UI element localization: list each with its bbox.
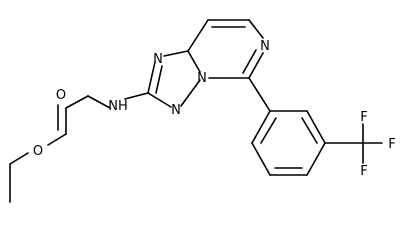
atom-n-triazole-bottom: N — [171, 103, 181, 118]
bond-n1-c8a — [163, 50, 189, 57]
molecule-structure: O O NH N N N N F F F — [9, 19, 396, 203]
bond-n6-c5-a — [248, 52, 264, 79]
bond-ethyl-o — [9, 152, 29, 165]
atom-f-bottom: F — [360, 164, 367, 179]
bond-nbottom-c2 — [147, 92, 172, 108]
atom-nh: NH — [108, 99, 128, 114]
bond-n6-c5-b — [242, 49, 257, 74]
bond-lines — [9, 19, 383, 203]
bond-c-ch2 — [65, 95, 89, 109]
bond-nh-c2 — [124, 92, 149, 100]
atom-n-bridge: N — [197, 71, 207, 86]
bond-ph-c5-c6-inner — [301, 117, 318, 144]
atom-labels: O O NH N N N N F F F — [33, 39, 396, 179]
atom-n-pyrimidine: N — [260, 39, 270, 54]
bond-ch2-nh — [87, 95, 111, 109]
atom-f-top: F — [360, 110, 367, 125]
bond-ph-c2-c3 — [251, 142, 271, 176]
bond-c2-n1-double-a — [147, 61, 156, 94]
atom-n-triazole-top: N — [153, 52, 163, 67]
bond-c2-n1-double-b — [155, 65, 163, 94]
bond-c8a-nbridge — [187, 50, 201, 73]
bond-ph-c5-c6 — [306, 110, 326, 144]
bond-ph-c4-c5 — [306, 142, 326, 176]
bond-ph-c1-c2-inner — [260, 117, 277, 144]
bond-ph-c1-c2 — [251, 110, 271, 144]
atom-o-carbonyl: O — [56, 88, 66, 103]
bond-c7-n6 — [248, 19, 264, 39]
bond-c5-phenyl — [248, 77, 271, 112]
bond-nbridge-nbottom — [180, 79, 201, 107]
bond-c8a-c8 — [187, 19, 209, 52]
bond-o-carbonylc — [47, 133, 67, 146]
atom-o-ester: O — [33, 144, 43, 159]
atom-f-right: F — [388, 137, 395, 152]
